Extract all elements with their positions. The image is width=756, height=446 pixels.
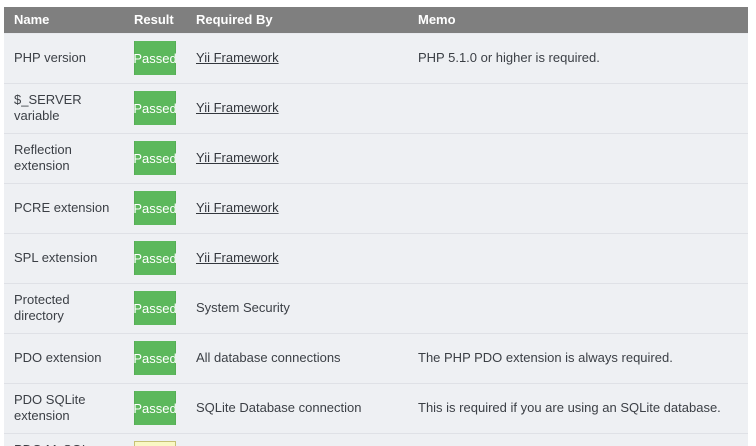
status-badge: Passed [124,133,186,184]
table-row: PDO MySQL extensionWarning MySQL database… [4,433,748,446]
requirement-name: PDO MySQL extension [4,433,124,446]
table-row: Protected directory Passed System Security [4,283,748,334]
table-row: PDO SQLite extension Passed SQLite Databas… [4,383,748,434]
status-badge-label: Passed [133,341,177,375]
required-by-link[interactable]: Yii Framework [196,250,279,265]
column-header-memo: Memo [408,7,748,34]
status-badge-label: Passed [133,291,177,325]
status-badge: Passed [124,33,186,84]
memo-cell [408,233,748,284]
memo-cell [408,183,748,234]
required-by-text: SQLite Database connection [196,400,362,415]
memo-cell [408,283,748,334]
status-badge-label: Passed [133,41,177,75]
status-badge: Passed [124,333,186,384]
memo-cell: This is required if you are using a MySQ… [408,433,748,446]
required-by-cell: SQLite Database connection [186,383,408,434]
required-by-cell: Yii Framework [186,33,408,84]
table-row: $_SERVER variable Passed Yii Framework [4,83,748,134]
required-by-cell: Yii Framework [186,183,408,234]
table-row: SPL extension Passed Yii Framework [4,233,748,284]
column-header-result: Result [124,7,186,34]
status-badge: Passed [124,83,186,134]
table-header: Name Result Required By Memo [4,7,748,34]
table-row: PCRE extension Passed Yii Framework [4,183,748,234]
status-badge: Warning [124,433,186,446]
status-badge-label: Warning [134,441,176,446]
memo-cell: PHP 5.1.0 or higher is required. [408,33,748,84]
memo-cell [408,83,748,134]
required-by-text: All database connections [196,350,341,365]
status-badge-label: Passed [133,91,177,125]
memo-cell: This is required if you are using an SQL… [408,383,748,434]
column-header-required-by: Required By [186,7,408,34]
status-badge-label: Passed [133,391,177,425]
required-by-cell: System Security [186,283,408,334]
table-row: Reflection extension Passed Yii Framework [4,133,748,184]
status-badge-label: Passed [133,241,177,275]
requirement-name: PDO SQLite extension [4,383,124,434]
required-by-text: System Security [196,300,290,315]
table-row: PDO extension Passed All database connecti… [4,333,748,384]
requirement-name: SPL extension [4,233,124,284]
table-row: PHP version Passed Yii Framework PHP 5.1.0 … [4,33,748,84]
table-header-row: Name Result Required By Memo [4,7,748,34]
requirement-name: Protected directory [4,283,124,334]
required-by-cell: All database connections [186,333,408,384]
required-by-cell: Yii Framework [186,133,408,184]
status-badge: Passed [124,183,186,234]
required-by-cell: Yii Framework [186,83,408,134]
column-header-name: Name [4,7,124,34]
status-badge-label: Passed [133,141,177,175]
required-by-link[interactable]: Yii Framework [196,50,279,65]
memo-cell [408,133,748,184]
requirement-name: PDO extension [4,333,124,384]
requirement-name: PHP version [4,33,124,84]
status-badge-label: Passed [133,191,177,225]
requirements-table: Name Result Required By Memo PHP version… [4,7,748,446]
requirement-name: Reflection extension [4,133,124,184]
required-by-link[interactable]: Yii Framework [196,150,279,165]
required-by-link[interactable]: Yii Framework [196,200,279,215]
required-by-cell: Yii Framework [186,233,408,284]
requirement-name: $_SERVER variable [4,83,124,134]
required-by-cell: MySQL database connection [186,433,408,446]
memo-cell: The PHP PDO extension is always required… [408,333,748,384]
required-by-link[interactable]: Yii Framework [196,100,279,115]
requirement-name: PCRE extension [4,183,124,234]
status-badge: Passed [124,233,186,284]
status-badge: Passed [124,283,186,334]
status-badge: Passed [124,383,186,434]
